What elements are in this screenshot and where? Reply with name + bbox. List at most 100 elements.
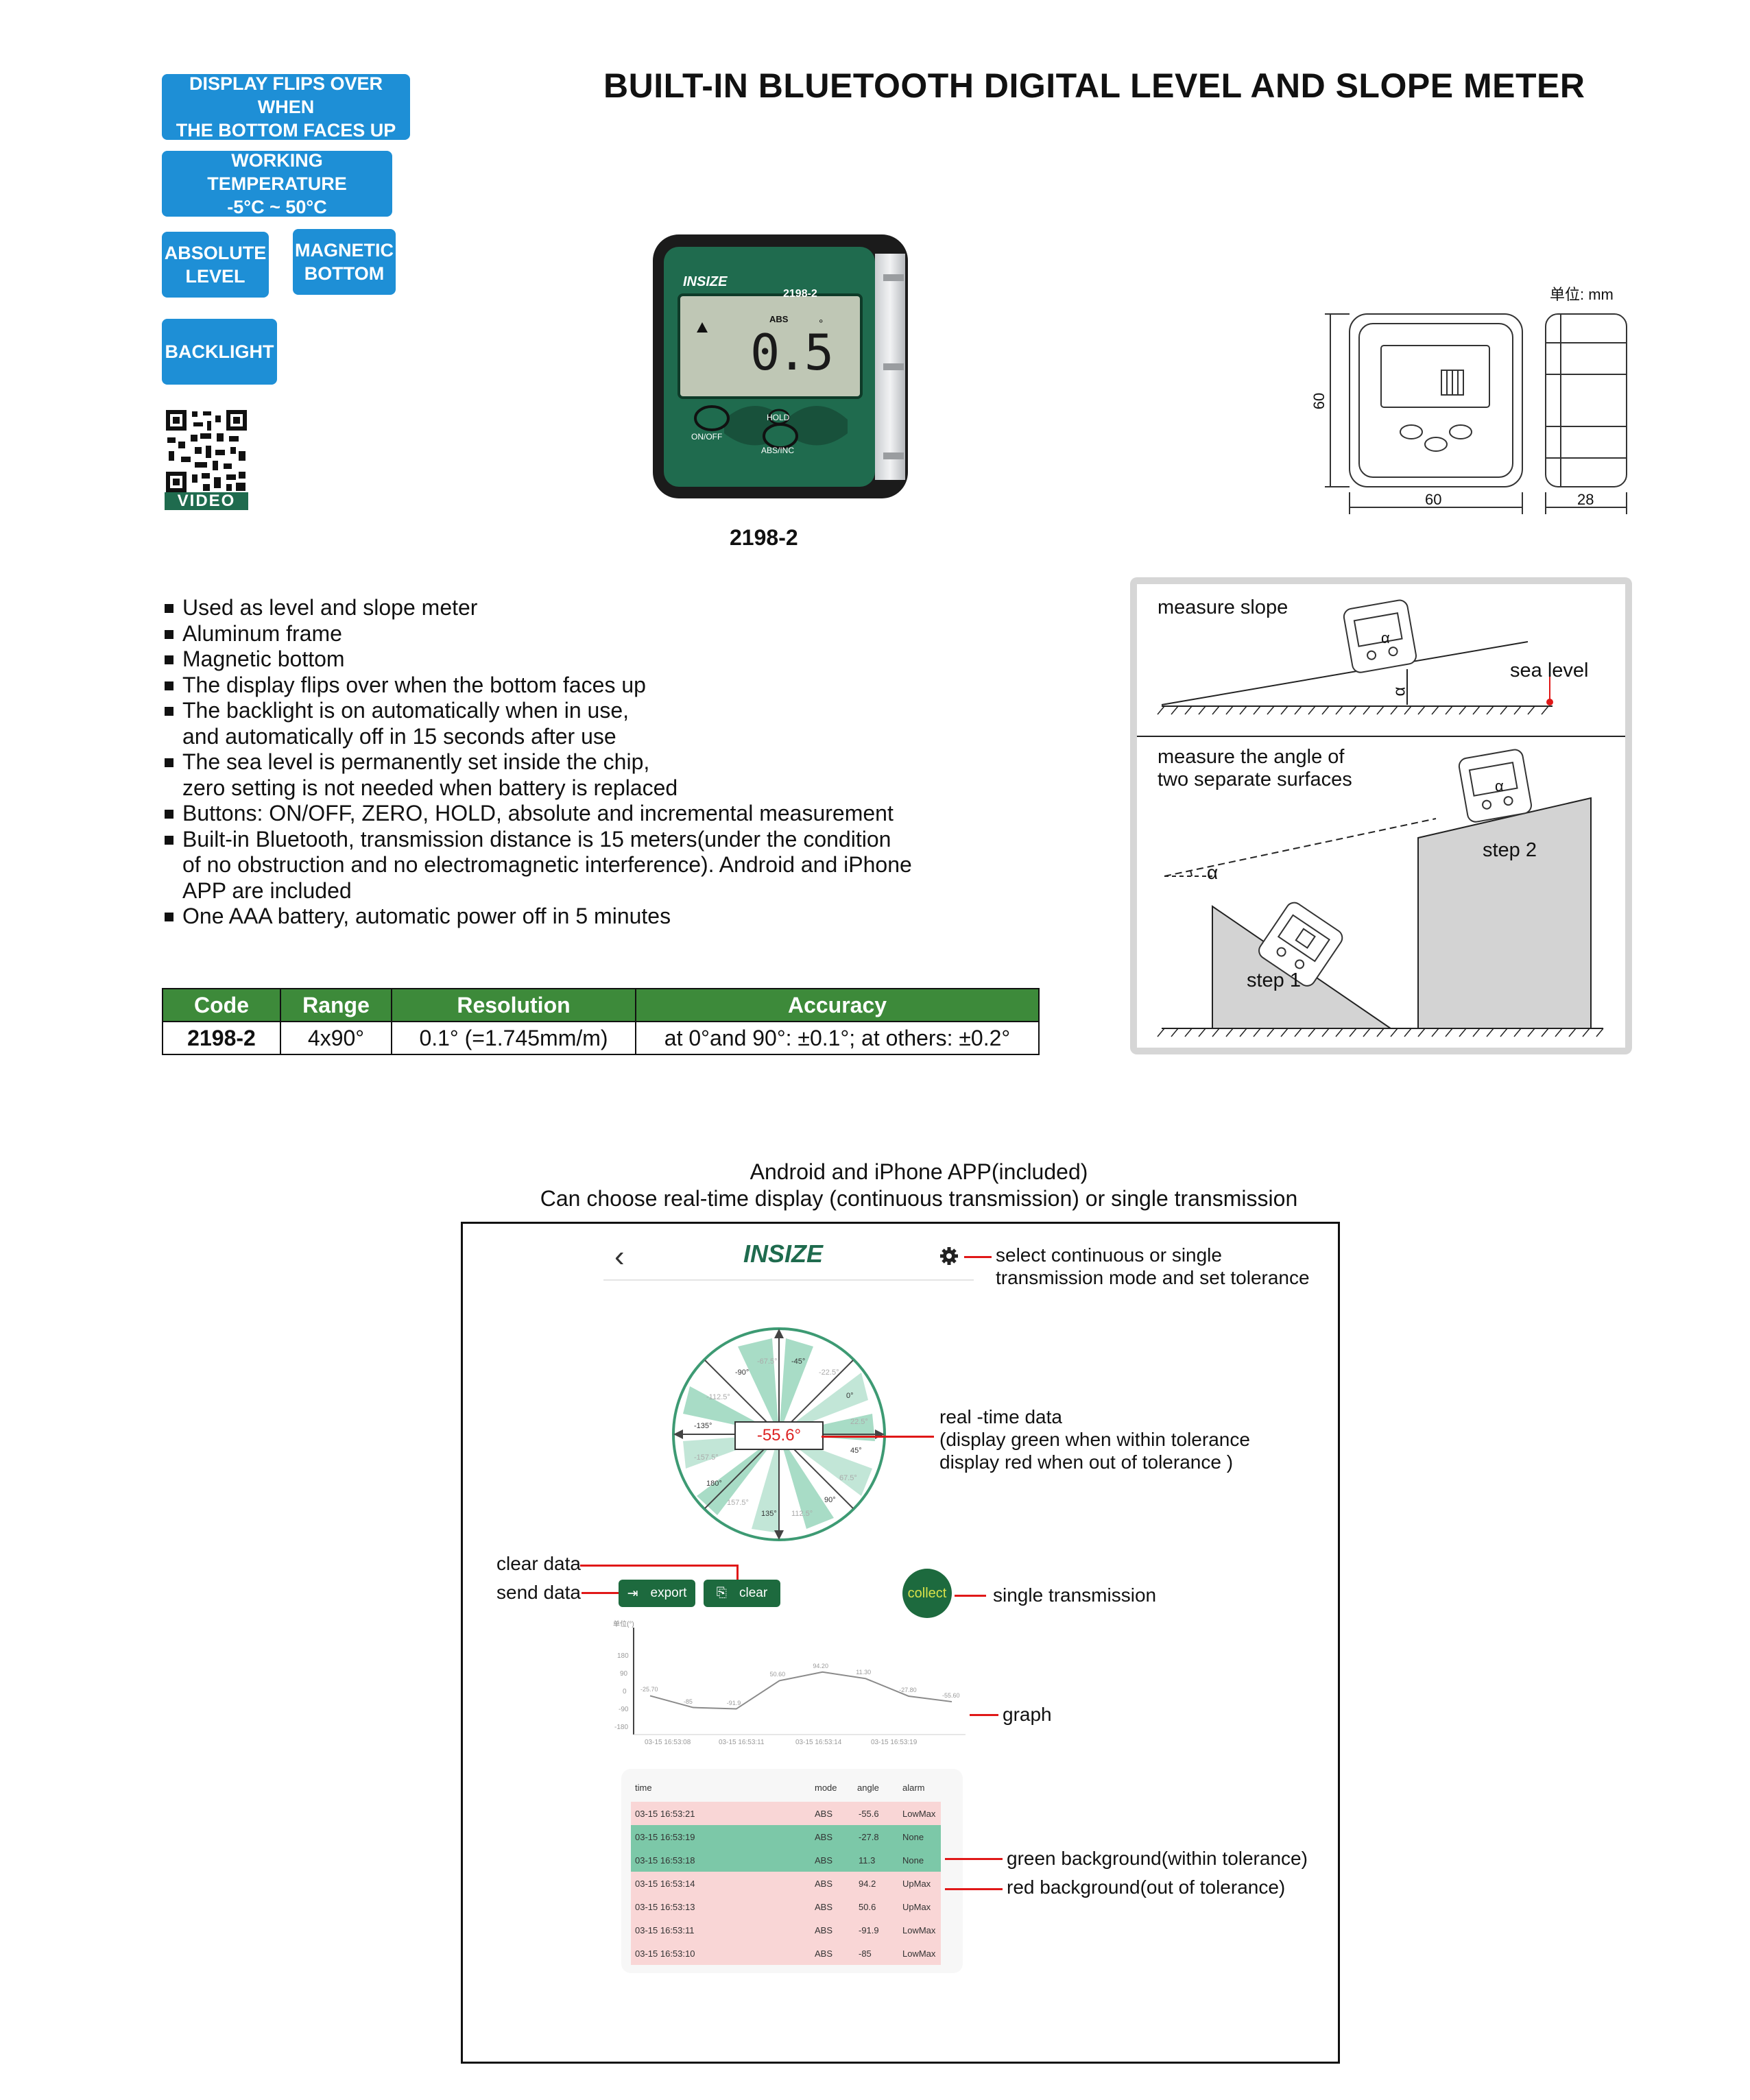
log-cell-mode: ABS: [815, 1902, 833, 1912]
graph-y-tick: -180: [614, 1724, 629, 1731]
device-button-hold-label: HOLD: [767, 413, 790, 422]
badge-display-flips: DISPLAY FLIPS OVER WHEN THE BOTTOM FACES…: [162, 73, 410, 141]
diagram-alpha-device1: α: [1381, 629, 1390, 647]
feature-item: Magnetic bottom: [162, 647, 985, 673]
log-cell-angle: -91.9: [859, 1925, 879, 1935]
device-screen-mode: ABS: [769, 314, 789, 324]
dial-label: 0°: [846, 1392, 854, 1400]
dial-label: -67.5°: [757, 1357, 778, 1366]
dial-label: -157.5°: [694, 1453, 719, 1462]
dial-label: -45°: [791, 1357, 806, 1366]
device-screen-value: 0.5: [750, 324, 834, 381]
log-cell-time: 03-15 16:53:18: [635, 1855, 695, 1866]
device-button-onoff-label: ON/OFF: [691, 432, 723, 442]
back-button[interactable]: ‹: [614, 1240, 625, 1273]
diagram-measure-slope: measure slope: [1158, 596, 1288, 618]
feature-item: Built-in Bluetooth, transmission distanc…: [162, 827, 985, 904]
badge-absolute-level: ABSOLUTE LEVEL: [162, 232, 269, 298]
log-cell-mode: ABS: [815, 1925, 833, 1935]
dial-label: -22.5°: [819, 1368, 839, 1377]
badge-working-temperature: WORKING TEMPERATURE -5°C ~ 50°C: [162, 150, 392, 217]
spec-header-range: Range: [280, 988, 392, 1022]
dial-label: 112.5°: [791, 1510, 813, 1518]
log-cell-time: 03-15 16:53:10: [635, 1948, 695, 1959]
qr-video-label: VIDEO: [165, 492, 248, 510]
feature-item: Aluminum frame: [162, 621, 985, 647]
dial-label: -90°: [735, 1368, 750, 1377]
qr-code[interactable]: VIDEO: [165, 409, 248, 510]
clear-button[interactable]: ⎘clear: [704, 1580, 780, 1607]
log-table-header: time mode angle alarm: [635, 1783, 925, 1793]
app-screenshot-frame: [461, 1222, 1340, 2064]
leader-line-realtime: [822, 1436, 934, 1438]
log-cell-alarm: LowMax: [902, 1809, 936, 1819]
leader-line-green: [945, 1858, 1003, 1860]
feature-item: Used as level and slope meter: [162, 595, 985, 621]
app-caption-line2: Can choose real-time display (continuous…: [540, 1186, 1298, 1211]
diagram-alpha-angle: α: [1207, 862, 1219, 883]
graph-point-label: -91.9: [726, 1699, 741, 1706]
log-cell-alarm: None: [902, 1832, 924, 1842]
graph-y-tick: -90: [619, 1706, 629, 1713]
log-cell-alarm: LowMax: [902, 1925, 936, 1935]
dimension-width: 60: [1425, 491, 1442, 508]
note-graph: graph: [1003, 1704, 1052, 1725]
dial-label: 157.5°: [727, 1499, 749, 1507]
log-cell-alarm: LowMax: [902, 1948, 936, 1959]
app-caption: Android and iPhone APP(included) Can cho…: [453, 1159, 1385, 1212]
graph-point-label: -27.80: [899, 1687, 917, 1694]
table-row: 03-15 16:53:11 ABS -91.9 LowMax: [631, 1918, 941, 1942]
leader-line-settings: [964, 1256, 992, 1258]
measurement-diagram-inner: measure slope sea level α α measure the …: [1137, 584, 1625, 1048]
spec-cell-range: 4x90°: [280, 1021, 392, 1055]
log-cell-angle: 11.3: [859, 1855, 876, 1866]
spec-header-code: Code: [162, 988, 281, 1022]
leader-line-clear-vertical: [736, 1565, 739, 1582]
log-cell-time: 03-15 16:53:11: [635, 1925, 695, 1935]
log-cell-mode: ABS: [815, 1948, 833, 1959]
log-cell-mode: ABS: [815, 1855, 833, 1866]
gear-icon[interactable]: [939, 1246, 959, 1266]
log-cell-time: 03-15 16:53:13: [635, 1902, 695, 1912]
log-cell-alarm: UpMax: [902, 1879, 931, 1889]
spec-table-header: Code Range Resolution Accuracy: [162, 988, 1040, 1022]
graph-point-label: 11.30: [856, 1669, 872, 1676]
device-model-label: 2198-2: [783, 288, 817, 300]
spec-cell-resolution: 0.1° (=1.745mm/m): [391, 1021, 636, 1055]
dial-value: -55.6°: [756, 1426, 802, 1445]
graph-line: [649, 1671, 952, 1710]
graph-point-label: -55.60: [942, 1692, 960, 1700]
qr-code-icon: [165, 409, 248, 494]
log-cell-angle: 94.2: [859, 1879, 876, 1889]
export-icon: ⇥: [627, 1586, 638, 1601]
export-button[interactable]: ⇥export: [619, 1580, 695, 1607]
graph-point-label: -25.70: [640, 1686, 658, 1693]
feature-item: The display flips over when the bottom f…: [162, 673, 985, 699]
feature-item: The backlight is on automatically when i…: [162, 698, 985, 749]
graph-y-tick: 0: [623, 1688, 627, 1695]
log-cell-time: 03-15 16:53:21: [635, 1809, 695, 1819]
log-cell-mode: ABS: [815, 1832, 833, 1842]
dial-label: 22.5°: [850, 1418, 868, 1426]
diagram-alpha-slope: α: [1390, 686, 1409, 697]
note-single-transmission: single transmission: [993, 1584, 1157, 1606]
diagram-step2: step 2: [1483, 839, 1537, 861]
app-header-divider: [603, 1279, 974, 1281]
spec-header-resolution: Resolution: [391, 988, 636, 1022]
collect-button[interactable]: collect: [902, 1569, 952, 1618]
leader-line-clear: [580, 1565, 738, 1567]
dial-label: 67.5°: [839, 1474, 857, 1482]
spec-table: Code Range Resolution Accuracy 2198-2 4x…: [162, 988, 1040, 1055]
graph-x-tick: 03-15 16:53:14: [795, 1739, 842, 1746]
leader-line-graph: [970, 1714, 998, 1716]
feature-list: Used as level and slope meter Aluminum f…: [162, 595, 985, 930]
diagram-alpha-device2: α: [1495, 777, 1504, 795]
graph-point-label: 50.60: [769, 1671, 786, 1678]
graph-y-tick: 180: [617, 1652, 629, 1660]
product-caption: 2198-2: [730, 525, 798, 550]
dial-label: 45°: [850, 1447, 862, 1455]
log-cell-angle: -55.6: [859, 1809, 879, 1819]
